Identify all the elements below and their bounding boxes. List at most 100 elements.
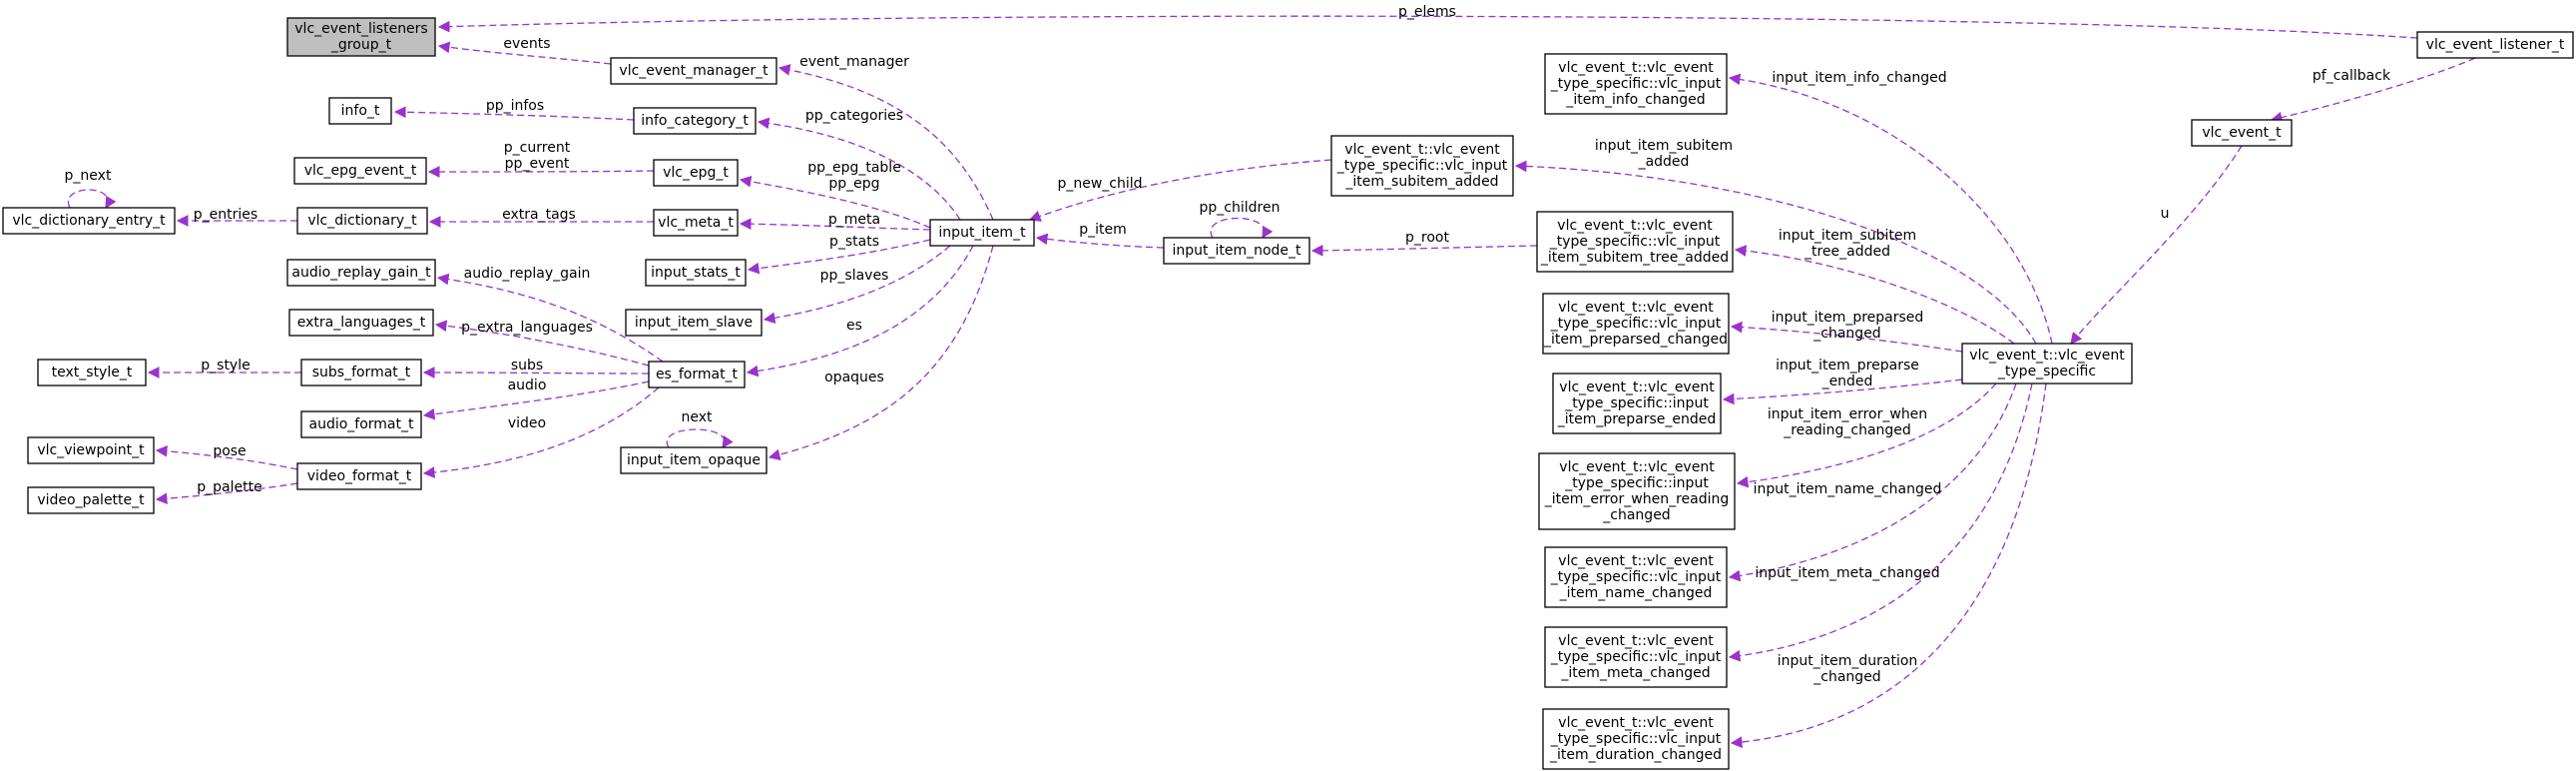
class-node-extra-languages[interactable]: extra_languages_t [288, 309, 434, 337]
class-node-info-changed[interactable]: vlc_event_t::vlc_event_type_specific::vl… [1544, 53, 1728, 115]
node-label-line: _item_subitem_tree_added [1540, 250, 1729, 266]
edge-p-new-child [1028, 159, 1332, 222]
node-label-line: vlc_event_t::vlc_event [1344, 142, 1500, 158]
node-box [286, 259, 436, 287]
node-label-line: vlc_event_t::vlc_event [1557, 218, 1713, 234]
class-node-input-item[interactable]: input_item_t [929, 219, 1035, 247]
node-box [1544, 53, 1728, 115]
node-box [2191, 119, 2293, 147]
class-node-dictionary[interactable]: vlc_dictionary_t [296, 207, 428, 235]
class-node-video-format[interactable]: video_format_t [296, 462, 422, 490]
node-box [653, 159, 739, 187]
node-label-line: video_format_t [307, 468, 412, 484]
class-node-preparsed-changed[interactable]: vlc_event_t::vlc_event_type_specific::vl… [1542, 293, 1730, 355]
class-node-es-format[interactable]: es_format_t [648, 361, 746, 388]
node-label-line: audio_replay_gain_t [291, 265, 431, 281]
node-label-line: _item_meta_changed [1560, 665, 1710, 681]
class-node-text-style[interactable]: text_style_t [37, 359, 147, 386]
class-node-subitem-added[interactable]: vlc_event_t::vlc_event_type_specific::vl… [1330, 135, 1514, 197]
class-node-vlc-event[interactable]: vlc_event_t [2191, 119, 2293, 147]
node-label-line: _item_info_changed [1565, 92, 1705, 108]
node-box [610, 57, 777, 85]
edge-label: opaques [824, 370, 884, 386]
class-node-input-stats[interactable]: input_stats_t [645, 259, 747, 287]
node-label-line: vlc_dictionary_entry_t [12, 213, 166, 229]
edge-label: subs [511, 358, 543, 374]
node-label-line: vlc_event_manager_t [619, 63, 769, 79]
edge-label: event_manager [799, 54, 909, 70]
class-node-subs-format[interactable]: subs_format_t [300, 359, 422, 386]
edge-label: _tree_added [1803, 244, 1890, 260]
node-box [300, 410, 422, 438]
class-node-video-palette[interactable]: video_palette_t [27, 486, 155, 514]
class-node-subitem-tree-added[interactable]: vlc_event_t::vlc_event_type_specific::vl… [1536, 211, 1734, 273]
edge-info-changed [1728, 73, 2053, 345]
node-label-line: vlc_event_listener_t [2426, 37, 2565, 53]
class-node-epg[interactable]: vlc_epg_t [653, 159, 739, 187]
node-box [296, 207, 428, 235]
node-label-line: _changed [1602, 507, 1670, 523]
class-node-input-item-node[interactable]: input_item_node_t [1163, 237, 1310, 265]
class-node-error-when-reading[interactable]: vlc_event_t::vlc_event_type_specific::in… [1538, 452, 1736, 530]
node-box [2, 207, 176, 235]
node-label-line: _type_specific::vlc_input [1549, 234, 1721, 250]
node-label-line: _item_duration_changed [1549, 747, 1722, 763]
node-label-line: _item_error_when_reading [1544, 491, 1730, 507]
edge-u [2070, 145, 2243, 345]
class-node-meta[interactable]: vlc_meta_t [653, 209, 739, 237]
class-node-info-category[interactable]: info_category_t [633, 107, 757, 135]
edge-label: p_root [1405, 230, 1449, 246]
edge-pp-categories [757, 117, 961, 221]
node-label-line: _type_specific::vlc_input [1550, 569, 1722, 585]
node-box [286, 17, 436, 57]
node-label-line: subs_format_t [312, 365, 411, 381]
class-node-preparse-ended[interactable]: vlc_event_t::vlc_event_type_specific::in… [1552, 373, 1722, 434]
class-node-meta-changed[interactable]: vlc_event_t::vlc_event_type_specific::vl… [1544, 626, 1728, 688]
class-node-viewpoint[interactable]: vlc_viewpoint_t [27, 436, 155, 464]
edge-label: pp_event [505, 156, 570, 172]
edge-label: pp_epg [828, 176, 879, 192]
class-node-duration-changed[interactable]: vlc_event_t::vlc_event_type_specific::vl… [1542, 708, 1730, 770]
edge-error-when-reading [1736, 383, 1997, 488]
class-node-event-manager[interactable]: vlc_event_manager_t [610, 57, 777, 85]
class-node-name-changed[interactable]: vlc_event_t::vlc_event_type_specific::vl… [1544, 546, 1728, 608]
edge-audio [422, 381, 650, 420]
edge-p-extra-languages [434, 320, 650, 367]
edge-p-next [67, 189, 117, 210]
node-label-line: vlc_event_t::vlc_event [1558, 60, 1714, 76]
edge-p-stats [747, 239, 931, 275]
node-label-line: vlc_event_t::vlc_event [1969, 348, 2125, 364]
edge-p-current [427, 166, 655, 178]
class-node-info[interactable]: info_t [328, 97, 392, 125]
node-label-line: _item_name_changed [1559, 585, 1713, 601]
node-label-line: _item_preparse_ended [1557, 411, 1717, 427]
class-node-dict-entry[interactable]: vlc_dictionary_entry_t [2, 207, 176, 235]
class-node-audio-format[interactable]: audio_format_t [300, 410, 422, 438]
class-node-input-item-opaque[interactable]: input_item_opaque [620, 446, 768, 474]
edge-label: input_item_preparse [1776, 358, 1919, 374]
edge-label: _ended [1821, 374, 1873, 389]
edge-label: p_palette [197, 479, 261, 495]
edge-p-item [1035, 233, 1165, 249]
edge-label: p_current [504, 140, 571, 156]
node-box [37, 359, 147, 386]
edge-label: input_item_meta_changed [1755, 565, 1939, 581]
class-node-epg-event[interactable]: vlc_epg_event_t [293, 157, 427, 185]
class-node-event-listener[interactable]: vlc_event_listener_t [2416, 31, 2574, 59]
edge-label: es [846, 318, 862, 334]
node-label-line: info_t [341, 103, 380, 119]
node-label-line: vlc_viewpoint_t [37, 442, 145, 458]
class-node-listeners-group[interactable]: vlc_event_listeners_group_t [286, 17, 436, 57]
node-box [328, 97, 392, 125]
class-node-input-item-slave[interactable]: input_item_slave [625, 309, 763, 337]
edge-label: p_entries [194, 207, 258, 223]
class-node-audio-replay-gain[interactable]: audio_replay_gain_t [286, 259, 436, 287]
class-node-type-specific[interactable]: vlc_event_t::vlc_event_type_specific [1961, 343, 2133, 385]
node-label-line: vlc_event_t::vlc_event [1558, 553, 1714, 569]
edge-label: pp_epg_table [807, 160, 901, 176]
edge-p-meta [739, 218, 931, 231]
node-label-line: text_style_t [52, 365, 133, 381]
edge-pf-callback [2270, 57, 2476, 124]
edge-label: input_item_info_changed [1772, 70, 1946, 86]
